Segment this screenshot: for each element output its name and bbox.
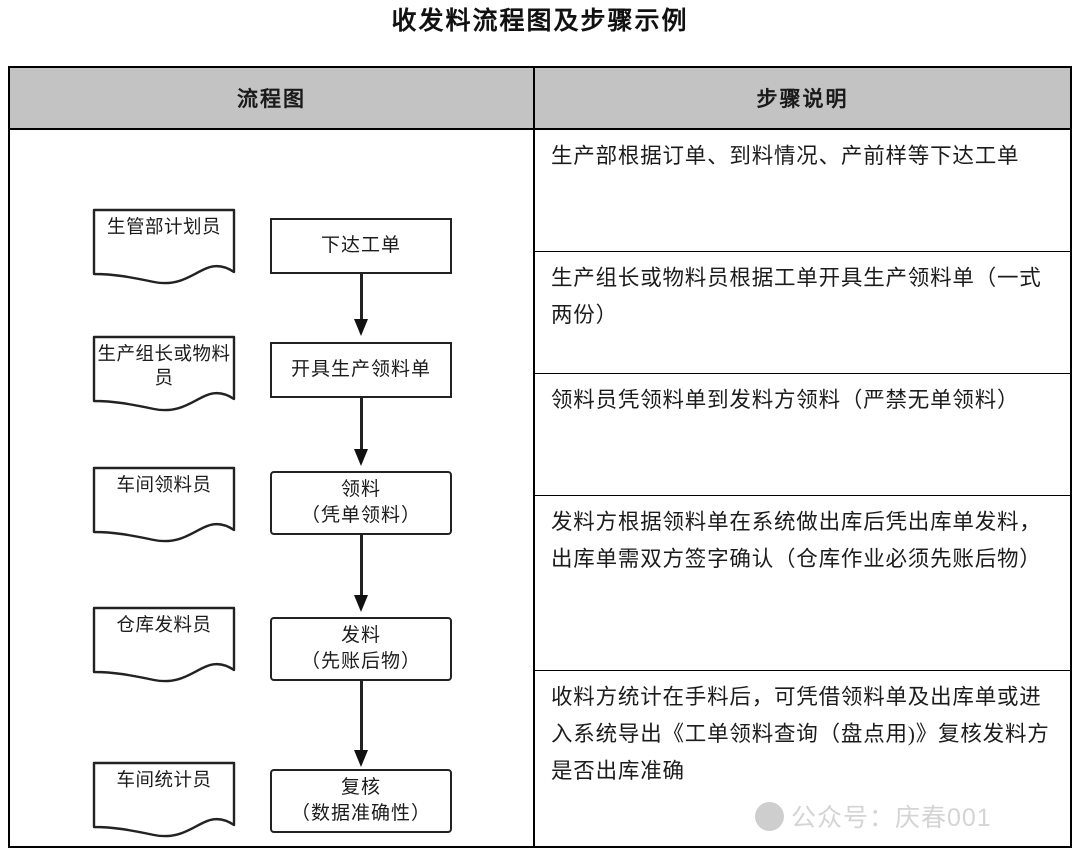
arrow-head-icon xyxy=(354,319,368,336)
process-node-2-label: 开具生产领料单 xyxy=(290,359,431,381)
process-node-3-line1: 领料 xyxy=(340,479,381,501)
column-header-steps: 步骤说明 xyxy=(756,87,849,111)
flowchart-table: 流程图 步骤说明 生管部计划员 生产组长或物料员 xyxy=(8,66,1072,848)
process-node-3[interactable]: 领料 （凭单领料） xyxy=(270,471,452,535)
document-shape-icon xyxy=(92,335,236,412)
flowchart-cell: 生管部计划员 生产组长或物料员 车间领料员 xyxy=(10,130,535,846)
role-shape-4: 仓库发料员 xyxy=(92,606,236,684)
process-node-5-line2: （数据准确性） xyxy=(290,803,431,824)
arrow-head-icon xyxy=(354,750,368,767)
connector-stem xyxy=(360,535,363,595)
column-header-flowchart: 流程图 xyxy=(10,68,535,128)
page-title: 收发料流程图及步骤示例 xyxy=(391,8,689,35)
flowchart-canvas: 生管部计划员 生产组长或物料员 车间领料员 xyxy=(10,130,533,846)
process-node-5-line1: 复核 xyxy=(340,777,381,799)
process-node-4-label: 发料 （先账后物） xyxy=(301,623,421,675)
connector-stem xyxy=(360,398,363,449)
document-shape-icon xyxy=(92,761,236,838)
document-shape-icon xyxy=(92,606,236,683)
connector-4-5 xyxy=(354,681,368,767)
step-row: 发料方根据领料单在系统做出库后凭出库单发料，出库单需双方签字确认（仓库作业必须先… xyxy=(535,496,1070,671)
process-node-1-label: 下达工单 xyxy=(320,235,401,257)
arrow-head-icon xyxy=(354,449,368,466)
process-node-4[interactable]: 发料 （先账后物） xyxy=(270,617,452,681)
step-row: 领料员凭领料单到发料方领料（严禁无单领料） xyxy=(535,374,1070,496)
connector-2-3 xyxy=(354,398,368,466)
connector-stem xyxy=(360,681,363,750)
process-node-4-line1: 发料 xyxy=(340,625,381,647)
connector-3-4 xyxy=(354,535,368,612)
process-node-2[interactable]: 开具生产领料单 xyxy=(270,342,452,398)
step-row: 生产部根据订单、到料情况、产前样等下达工单 xyxy=(535,130,1070,252)
step-row: 生产组长或物料员根据工单开具生产领料单（一式两份） xyxy=(535,252,1070,374)
connector-stem xyxy=(360,274,363,319)
role-shape-5: 车间统计员 xyxy=(92,761,236,839)
document-shape-icon xyxy=(92,466,236,543)
process-node-5[interactable]: 复核 （数据准确性） xyxy=(270,769,452,833)
process-node-1[interactable]: 下达工单 xyxy=(270,218,452,274)
process-node-4-line2: （先账后物） xyxy=(300,651,421,672)
connector-1-2 xyxy=(354,274,368,336)
process-node-5-label: 复核 （数据准确性） xyxy=(291,775,431,827)
document-shape-icon xyxy=(92,208,236,285)
table-body: 生管部计划员 生产组长或物料员 车间领料员 xyxy=(10,130,1070,846)
process-node-3-line2: （凭单领料） xyxy=(300,505,421,526)
step-row: 收料方统计在手料后，可凭借领料单及出库单或进入系统导出《工单领料查询（盘点用)》… xyxy=(551,685,1050,783)
process-node-3-label: 领料 （凭单领料） xyxy=(301,477,421,529)
role-shape-2: 生产组长或物料员 xyxy=(92,335,236,413)
table-header-row: 流程图 步骤说明 xyxy=(10,68,1070,130)
role-shape-3: 车间领料员 xyxy=(92,466,236,544)
steps-cell: 生产部根据订单、到料情况、产前样等下达工单 生产组长或物料员根据工单开具生产领料… xyxy=(535,130,1070,846)
role-shape-1: 生管部计划员 xyxy=(92,208,236,286)
arrow-head-icon xyxy=(354,595,368,612)
